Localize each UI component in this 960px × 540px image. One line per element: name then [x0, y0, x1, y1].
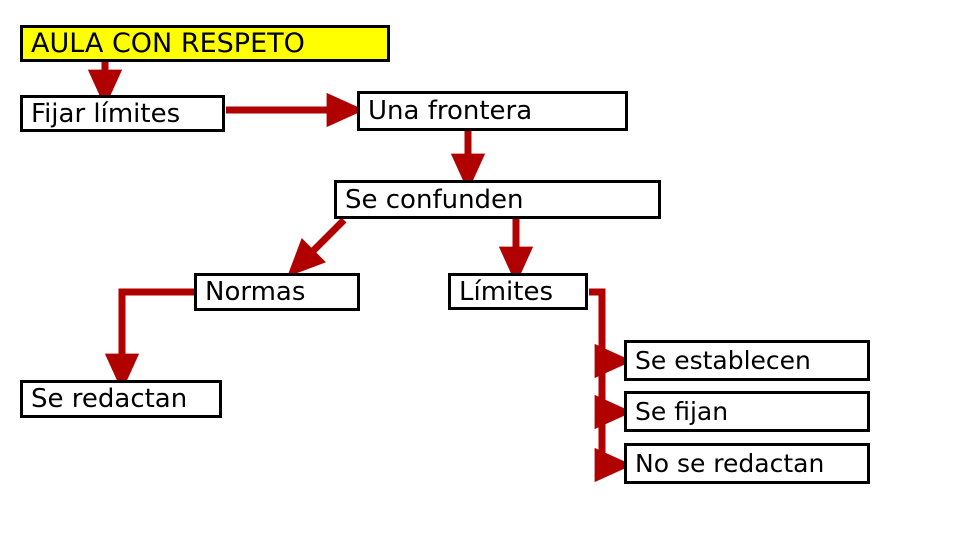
- node-se-confunden[interactable]: Se confunden: [334, 180, 661, 219]
- edge-confunden-to-normas: [287, 217, 347, 277]
- edge-limites-trunk: [589, 288, 606, 465]
- node-se-establecen[interactable]: Se establecen: [624, 340, 870, 381]
- node-normas[interactable]: Normas: [194, 273, 360, 311]
- node-label: AULA CON RESPETO: [31, 28, 305, 59]
- node-se-fijan[interactable]: Se fijan: [624, 391, 870, 432]
- node-una-frontera[interactable]: Una frontera: [357, 91, 628, 131]
- node-label: No se redactan: [635, 449, 825, 478]
- node-label: Una frontera: [368, 96, 533, 126]
- node-fijar-limites[interactable]: Fijar límites: [20, 95, 225, 132]
- node-label: Se redactan: [31, 384, 188, 414]
- node-label: Normas: [205, 277, 306, 307]
- node-se-redactan[interactable]: Se redactan: [20, 380, 222, 418]
- node-label: Se establecen: [635, 346, 811, 375]
- node-label: Límites: [459, 276, 553, 307]
- edge-normas-to-redactan: [104, 288, 194, 392]
- node-label: Se confunden: [345, 184, 524, 215]
- node-label: Se fijan: [635, 397, 729, 426]
- node-aula-con-respeto[interactable]: AULA CON RESPETO: [20, 25, 390, 62]
- node-no-se-redactan[interactable]: No se redactan: [624, 443, 870, 484]
- node-limites[interactable]: Límites: [448, 273, 588, 310]
- node-label: Fijar límites: [31, 98, 181, 129]
